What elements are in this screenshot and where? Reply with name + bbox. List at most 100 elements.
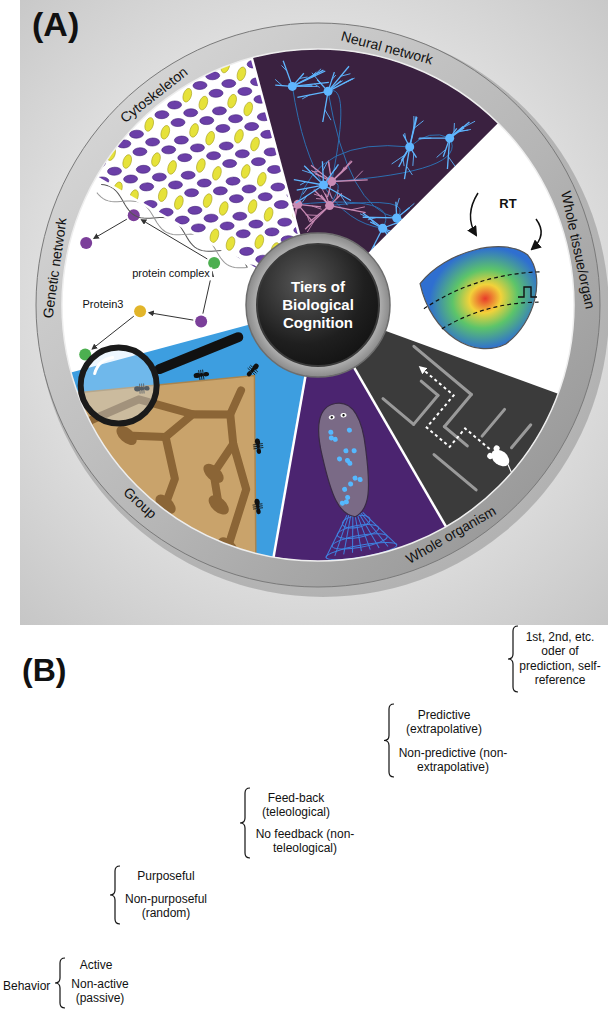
- illustration-part: [482, 409, 504, 436]
- wheel: [20, 23, 608, 613]
- illustration-part: [190, 144, 204, 153]
- illustration-part: [121, 237, 135, 246]
- illustration-part: [339, 500, 345, 506]
- illustration-part: [343, 448, 349, 454]
- illustration-part: [214, 534, 241, 560]
- illustration-part: [319, 181, 328, 190]
- illustration-part: [302, 170, 312, 173]
- illustration-part: [278, 218, 292, 227]
- illustration-part: [233, 128, 245, 144]
- illustration-part: [212, 107, 226, 116]
- illustration-part: [258, 192, 272, 201]
- illustration-part: [136, 165, 150, 174]
- illustration-part: [254, 438, 260, 445]
- illustration-part: [383, 399, 414, 425]
- illustration-part: [407, 166, 413, 175]
- illustration-part: [242, 185, 256, 194]
- illustration-part: [330, 175, 342, 191]
- illustration-part: [265, 228, 279, 237]
- illustration-part: [292, 86, 382, 228]
- illustration-part: [328, 66, 349, 91]
- illustration-part: [386, 330, 559, 393]
- illustration-part: [336, 81, 343, 85]
- illustration-part: [258, 29, 270, 45]
- illustration-part: [150, 235, 164, 244]
- illustration-part: [332, 180, 368, 182]
- illustration-part: [332, 138, 453, 181]
- illustration-part: [316, 189, 330, 198]
- illustration-part: [511, 425, 530, 448]
- illustration-part: [179, 313, 193, 322]
- illustration-part: [133, 147, 147, 156]
- illustration-part: [238, 87, 252, 96]
- illustration-part: [197, 95, 209, 111]
- illustration-part: [348, 481, 354, 487]
- illustration-part: [332, 167, 336, 172]
- illustration-part: [246, 233, 390, 377]
- illustration-part: [231, 52, 245, 61]
- illustration-part: [441, 291, 539, 336]
- illustration-part: [444, 395, 471, 427]
- illustration-part: [334, 134, 348, 143]
- illustration-part: [359, 511, 379, 551]
- illustration-part: [344, 160, 351, 169]
- illustration-part: [107, 167, 121, 176]
- illustration-part: [405, 133, 406, 139]
- hub-circle: Tiers of Biological Cognition: [256, 243, 380, 367]
- illustration-part: [180, 444, 282, 547]
- illustration-part: [413, 116, 414, 129]
- illustration-part: [226, 177, 240, 186]
- illustration-part: [287, 107, 299, 123]
- illustration-part: [220, 222, 234, 231]
- tree-label: Non-purposeful (random): [120, 892, 212, 921]
- illustration-part: [235, 150, 249, 159]
- illustration-part: [188, 206, 202, 215]
- illustration-part: [280, 72, 292, 88]
- illustration-part: [134, 305, 146, 317]
- illustration-part: [378, 224, 387, 233]
- illustration-part: [368, 218, 376, 220]
- illustration-part: [314, 194, 320, 196]
- illustration-part: [206, 71, 220, 80]
- illustration-part: [340, 194, 347, 205]
- illustration-part: [236, 66, 248, 82]
- illustration-part: [249, 136, 261, 152]
- illustration-part: [240, 164, 252, 180]
- illustration-part: [323, 91, 328, 122]
- illustration-part: [447, 138, 449, 169]
- illustration-part: [330, 416, 333, 419]
- illustration-part: [323, 140, 335, 156]
- illustration-part: [405, 142, 414, 151]
- illustration-part: [140, 183, 154, 192]
- illustration-part: [251, 157, 265, 166]
- illustration-part: [298, 202, 386, 228]
- illustration-part: [518, 287, 537, 297]
- illustration-part: [305, 206, 329, 230]
- illustration-part: [305, 214, 317, 216]
- illustration-part: [421, 381, 438, 395]
- tree-label: 1st, 2nd, etc. oder of prediction, self-…: [518, 630, 602, 688]
- illustration-part: [202, 193, 214, 209]
- illustration-part: [345, 495, 351, 501]
- illustration-part: [254, 498, 260, 505]
- illustration-part: [94, 219, 127, 238]
- illustration-part: [337, 456, 343, 462]
- tree-label: No feedback (non-teleological): [250, 827, 360, 856]
- illustration-part: [182, 251, 196, 260]
- illustration-part: [296, 185, 324, 203]
- illustration-part: [141, 220, 207, 259]
- illustration-part: [188, 122, 200, 138]
- illustration-part: [171, 118, 185, 127]
- illustration-part: [302, 118, 316, 127]
- tree-label: Purposeful: [120, 869, 212, 883]
- illustration-label: RT: [497, 196, 518, 212]
- illustration-part: [160, 288, 174, 297]
- hub-title: Tiers of Biological Cognition: [272, 278, 364, 332]
- illustration-part: [137, 245, 151, 254]
- illustration-part: [276, 58, 290, 67]
- illustration-part: [410, 135, 450, 147]
- illustration-part: [193, 300, 205, 316]
- illustration-part: [297, 91, 328, 97]
- illustration-part: [145, 138, 159, 147]
